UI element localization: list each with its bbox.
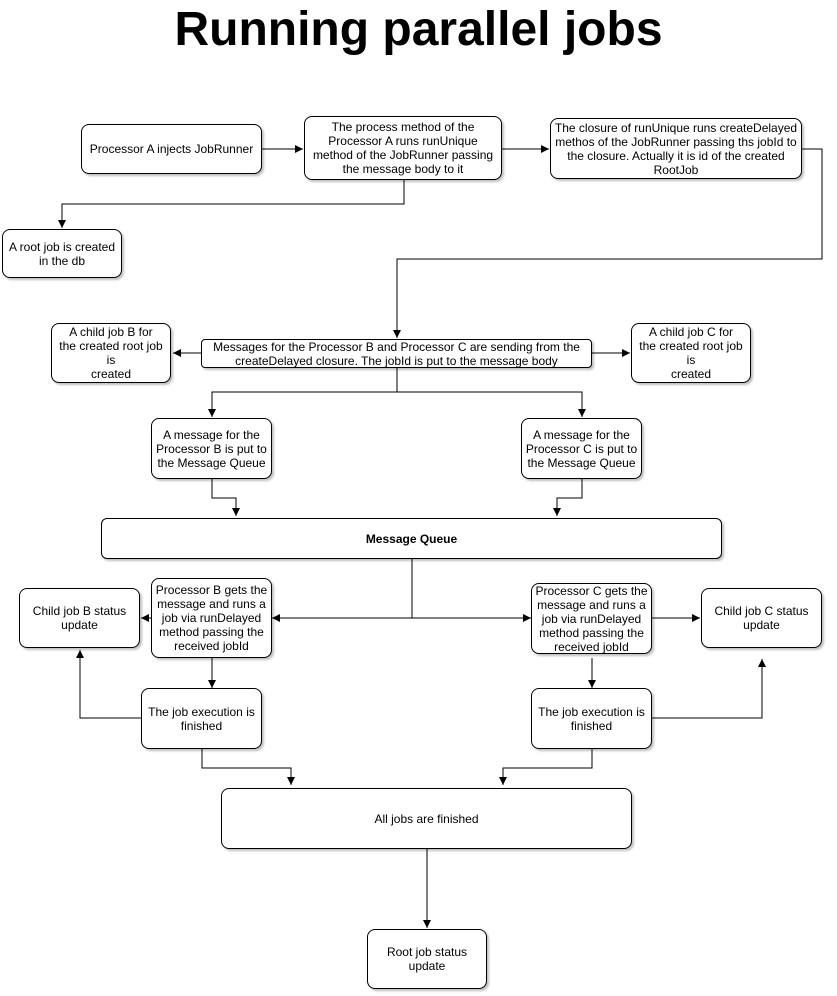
node-all-finished: All jobs are finished <box>221 788 632 849</box>
node-messages-sending-label: Messages for the Processor B and Process… <box>213 339 580 368</box>
node-child-c-created-label: A child job C for the created root job i… <box>639 325 743 381</box>
node-child-b-created-label: A child job B for the created root job i… <box>59 325 163 381</box>
diagram-title: Running parallel jobs <box>174 3 663 56</box>
node-child-b-status: Child job B status update <box>19 588 140 648</box>
node-root-job-created-label: A root job is created in the db <box>8 239 116 268</box>
node-root-status-label: Root job status update <box>386 945 468 973</box>
node-job-b-finished-label: The job execution is finished <box>148 704 255 733</box>
node-child-c-status-label: Child job C status update <box>714 604 809 632</box>
node-child-b-created: A child job B for the created root job i… <box>51 323 171 383</box>
node-child-c-created: A child job C for the created root job i… <box>631 323 751 383</box>
node-job-c-finished-label: The job execution is finished <box>538 704 645 733</box>
node-process-method-label: The process method of the Processor A ru… <box>312 120 494 176</box>
edge-message-b-to-queue <box>211 479 240 516</box>
node-messages-sending: Messages for the Processor B and Process… <box>201 339 592 368</box>
node-message-c-label: A message for the Processor C is put to … <box>525 427 638 470</box>
node-closure-label: The closure of runUnique runs createDela… <box>554 120 798 177</box>
edge-process-method-to-root-job-created <box>58 180 405 228</box>
node-processor-b-gets-label: Processor B gets the message and runs a … <box>155 583 268 653</box>
node-processor-a-label: Processor A injects JobRunner <box>89 142 254 156</box>
node-processor-c-gets-label: Processor C gets the message and runs a … <box>535 583 648 654</box>
edge-closure-to-messages <box>393 148 823 338</box>
node-job-c-finished: The job execution is finished <box>531 688 652 749</box>
node-processor-b-gets: Processor B gets the message and runs a … <box>151 578 272 658</box>
edge-finished-c-to-child-c-status <box>652 659 766 719</box>
node-job-b-finished: The job execution is finished <box>141 688 262 749</box>
edge-finished-c-to-all <box>499 749 593 785</box>
node-root-status: Root job status update <box>367 929 487 989</box>
node-processor-a: Processor A injects JobRunner <box>81 124 262 174</box>
node-child-c-status: Child job C status update <box>701 588 822 648</box>
node-closure: The closure of runUnique runs createDela… <box>550 118 802 179</box>
node-message-queue-label: Message Queue <box>365 531 458 546</box>
node-child-b-status-label: Child job B status update <box>32 604 127 632</box>
node-message-b: A message for the Processor B is put to … <box>151 418 272 479</box>
node-process-method: The process method of the Processor A ru… <box>304 116 502 180</box>
node-message-b-label: A message for the Processor B is put to … <box>156 427 267 470</box>
edge-finished-b-to-all <box>201 749 295 785</box>
edge-queue-to-processor-b <box>272 559 413 622</box>
edge-finished-b-to-child-b-status <box>76 650 141 719</box>
node-message-queue: Message Queue <box>101 518 722 559</box>
node-processor-c-gets: Processor C gets the message and runs a … <box>531 583 652 654</box>
node-root-job-created: A root job is created in the db <box>2 229 122 278</box>
edge-messages-to-message-b <box>208 368 398 417</box>
edge-messages-to-message-c <box>397 391 586 417</box>
edge-message-c-to-queue <box>553 479 583 516</box>
node-all-finished-label: All jobs are finished <box>374 811 479 826</box>
node-message-c: A message for the Processor C is put to … <box>521 418 642 479</box>
